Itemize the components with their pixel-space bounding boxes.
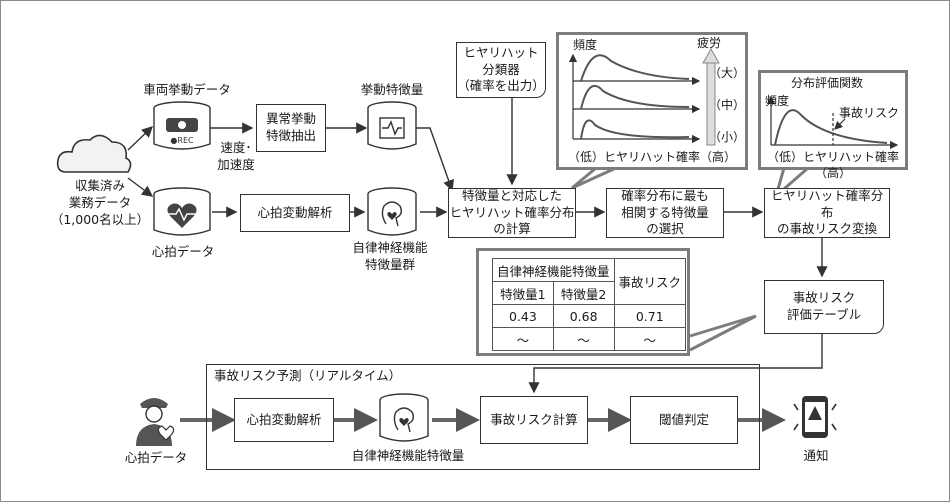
arrow-features-to-calc — [412, 127, 455, 192]
risk-chart-xlabel: （低）ヒヤリハット確率（高） — [766, 150, 899, 181]
heart-drum-icon — [153, 187, 211, 236]
realtime-frame — [206, 364, 760, 470]
arrow-cloud-to-heart — [127, 177, 154, 197]
dashcam-icon — [153, 101, 211, 150]
arrow-cloud-to-vehicle — [127, 126, 154, 151]
heart-data-label: 心拍データ — [151, 244, 215, 259]
risk-table: 自律神経機能特徴量 事故リスク 特徴量1 特徴量2 0.43 0.68 0.71… — [492, 258, 687, 351]
rt-ans-feature-label: 自律神経機能特徴量 — [351, 448, 465, 463]
ans-feature-group-label: 自律神経機能 特徴量群 — [352, 240, 428, 272]
curve-fatigue-mid — [580, 85, 690, 110]
hrv-analysis-box: 心拍変動解析 — [240, 194, 350, 232]
curve-fatigue-low — [580, 119, 690, 140]
risk-chart-svg — [766, 95, 899, 150]
classifier-note: ヒヤリハット 分類器 （確率を出力） — [456, 42, 546, 98]
behavior-features-label: 挙動特徴量 — [360, 82, 424, 97]
rt-hrv-box: 心拍変動解析 — [234, 398, 334, 442]
rt-risk-calc-box: 事故リスク計算 — [480, 396, 588, 444]
table-header-risk: 事故リスク — [613, 258, 687, 305]
realtime-title: 事故リスク予測（リアルタイム） — [214, 368, 402, 383]
rt-ans-feature-icon — [379, 393, 429, 442]
freq-ylabel: 頻度 — [573, 38, 598, 52]
risk-eval-callout: 分布評価関数 頻度 事故リスク （低）ヒヤリハット確率（高） — [758, 70, 908, 180]
table-row: 0.43 0.68 0.71 — [492, 304, 687, 328]
freq-xlabel: （低）ヒヤリハット確率（高） — [567, 150, 736, 164]
fatigue-level-low: （小） — [709, 130, 746, 144]
rt-threshold-box: 閾値判定 — [630, 396, 738, 444]
table-cell: 0.68 — [552, 304, 615, 328]
freq-callout-pointer — [571, 166, 617, 190]
risk-chart-title: 分布評価関数 — [791, 76, 864, 90]
freq-callout: 頻度 疲労 （大） （中） （小） （低）ヒヤリハット確率（高） — [556, 32, 748, 170]
risk-chart-ylabel: 頻度 — [765, 94, 790, 108]
curve-fatigue-high — [580, 54, 690, 82]
table-cell: ～ — [613, 327, 687, 351]
risk-convert-box: ヒヤリハット確率分布 の事故リスク変換 — [764, 188, 890, 238]
abnormal-extract-box: 異常挙動 特徴抽出 — [256, 104, 326, 152]
table-cell: 0.71 — [613, 304, 687, 328]
behavior-feature-icon — [367, 101, 417, 150]
table-callout-pointer — [689, 314, 757, 352]
rt-notify-label: 通知 — [803, 448, 829, 463]
cloud-label: 収集済み 業務データ （1,000名以上） — [50, 178, 150, 227]
fatigue-level-mid: （中） — [709, 98, 746, 112]
table-cell: ～ — [492, 327, 554, 351]
prob-dist-calc-box: 特徴量と対応した ヒヤリハット確率分布 の計算 — [448, 187, 576, 238]
risk-chart-marker: 事故リスク — [839, 106, 900, 120]
fatigue-level-high: （大） — [709, 66, 746, 80]
vehicle-data-label: 車両挙動データ — [143, 82, 231, 97]
rec-label: ●REC — [170, 136, 194, 145]
risk-curve — [774, 109, 888, 146]
cloud-icon — [56, 134, 132, 173]
table-cell: 0.43 — [492, 304, 554, 328]
risk-table-note: 事故リスク 評価テーブル — [764, 280, 884, 334]
table-header-ans: 自律神経機能特徴量 — [492, 258, 615, 282]
table-row: ～ ～ ～ — [492, 327, 687, 351]
phone-alert-icon — [793, 396, 837, 438]
driver-icon — [136, 398, 175, 446]
arrow-table-to-riskcalc — [528, 334, 823, 394]
freq-chart-svg — [568, 47, 720, 146]
rt-heart-label: 心拍データ — [124, 450, 188, 465]
speed-accel-label: 速度･ 加速度 — [217, 140, 255, 172]
fatigue-label: 疲労 — [697, 36, 722, 50]
table-col-feature2: 特徴量2 — [552, 281, 615, 305]
table-col-feature1: 特徴量1 — [492, 281, 554, 305]
feature-select-box: 確率分布に最も 相関する特徴量 の選択 — [606, 188, 724, 238]
ans-feature-icon — [367, 187, 417, 236]
table-cell: ～ — [552, 327, 615, 351]
